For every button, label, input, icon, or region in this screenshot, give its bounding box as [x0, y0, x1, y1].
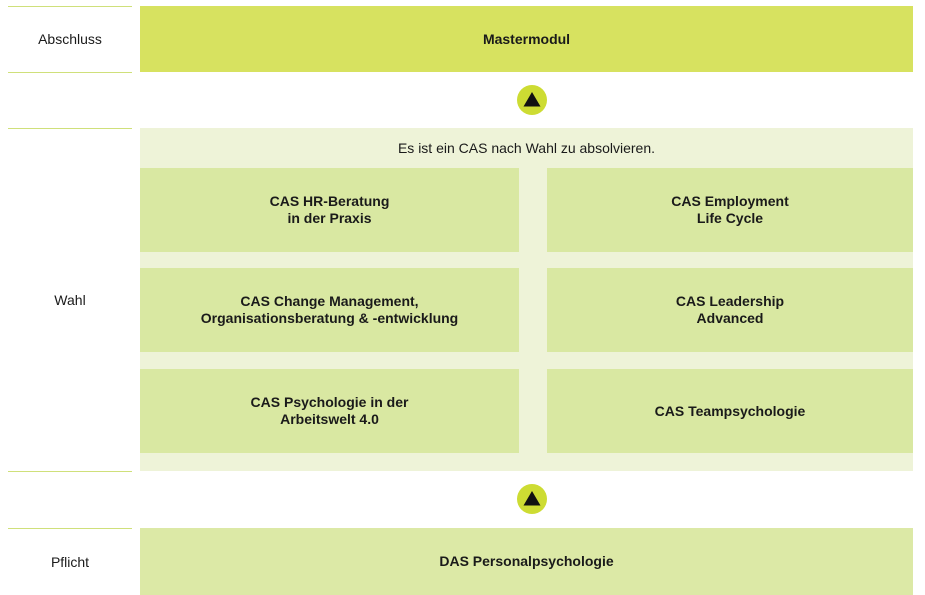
divider-top — [8, 6, 132, 7]
row-label-wahl: Wahl — [54, 291, 86, 308]
row-label-abschluss: Abschluss — [38, 31, 102, 47]
up-triangle-icon — [517, 85, 547, 115]
arrow-up-icon-2 — [517, 484, 547, 519]
arrow-up-icon — [517, 85, 547, 120]
cas-change-management: CAS Change Management, Organisationsbera… — [140, 268, 519, 352]
wahl-intro-text: Es ist ein CAS nach Wahl zu absolvieren. — [397, 140, 656, 156]
cas-leadership-advanced: CAS Leadership Advanced — [547, 268, 913, 352]
divider-pflicht-top — [8, 528, 132, 529]
row-label-pflicht: Pflicht — [50, 553, 90, 570]
divider-wahl-top — [8, 128, 132, 129]
cas-employment-life-cycle: CAS Employment Life Cycle — [547, 168, 913, 252]
cas-teampsychologie: CAS Teampsychologie — [547, 369, 913, 453]
up-triangle-icon — [517, 484, 547, 514]
divider-abschluss-bottom — [8, 72, 132, 73]
divider-wahl-bottom — [8, 471, 132, 472]
module-das-personalpsychologie: DAS Personalpsychologie — [140, 528, 913, 595]
cas-psychologie-arbeitswelt: CAS Psychologie in der Arbeitswelt 4.0 — [140, 369, 519, 453]
cas-hr-beratung: CAS HR-Beratung in der Praxis — [140, 168, 519, 252]
module-mastermodul: Mastermodul — [140, 6, 913, 72]
